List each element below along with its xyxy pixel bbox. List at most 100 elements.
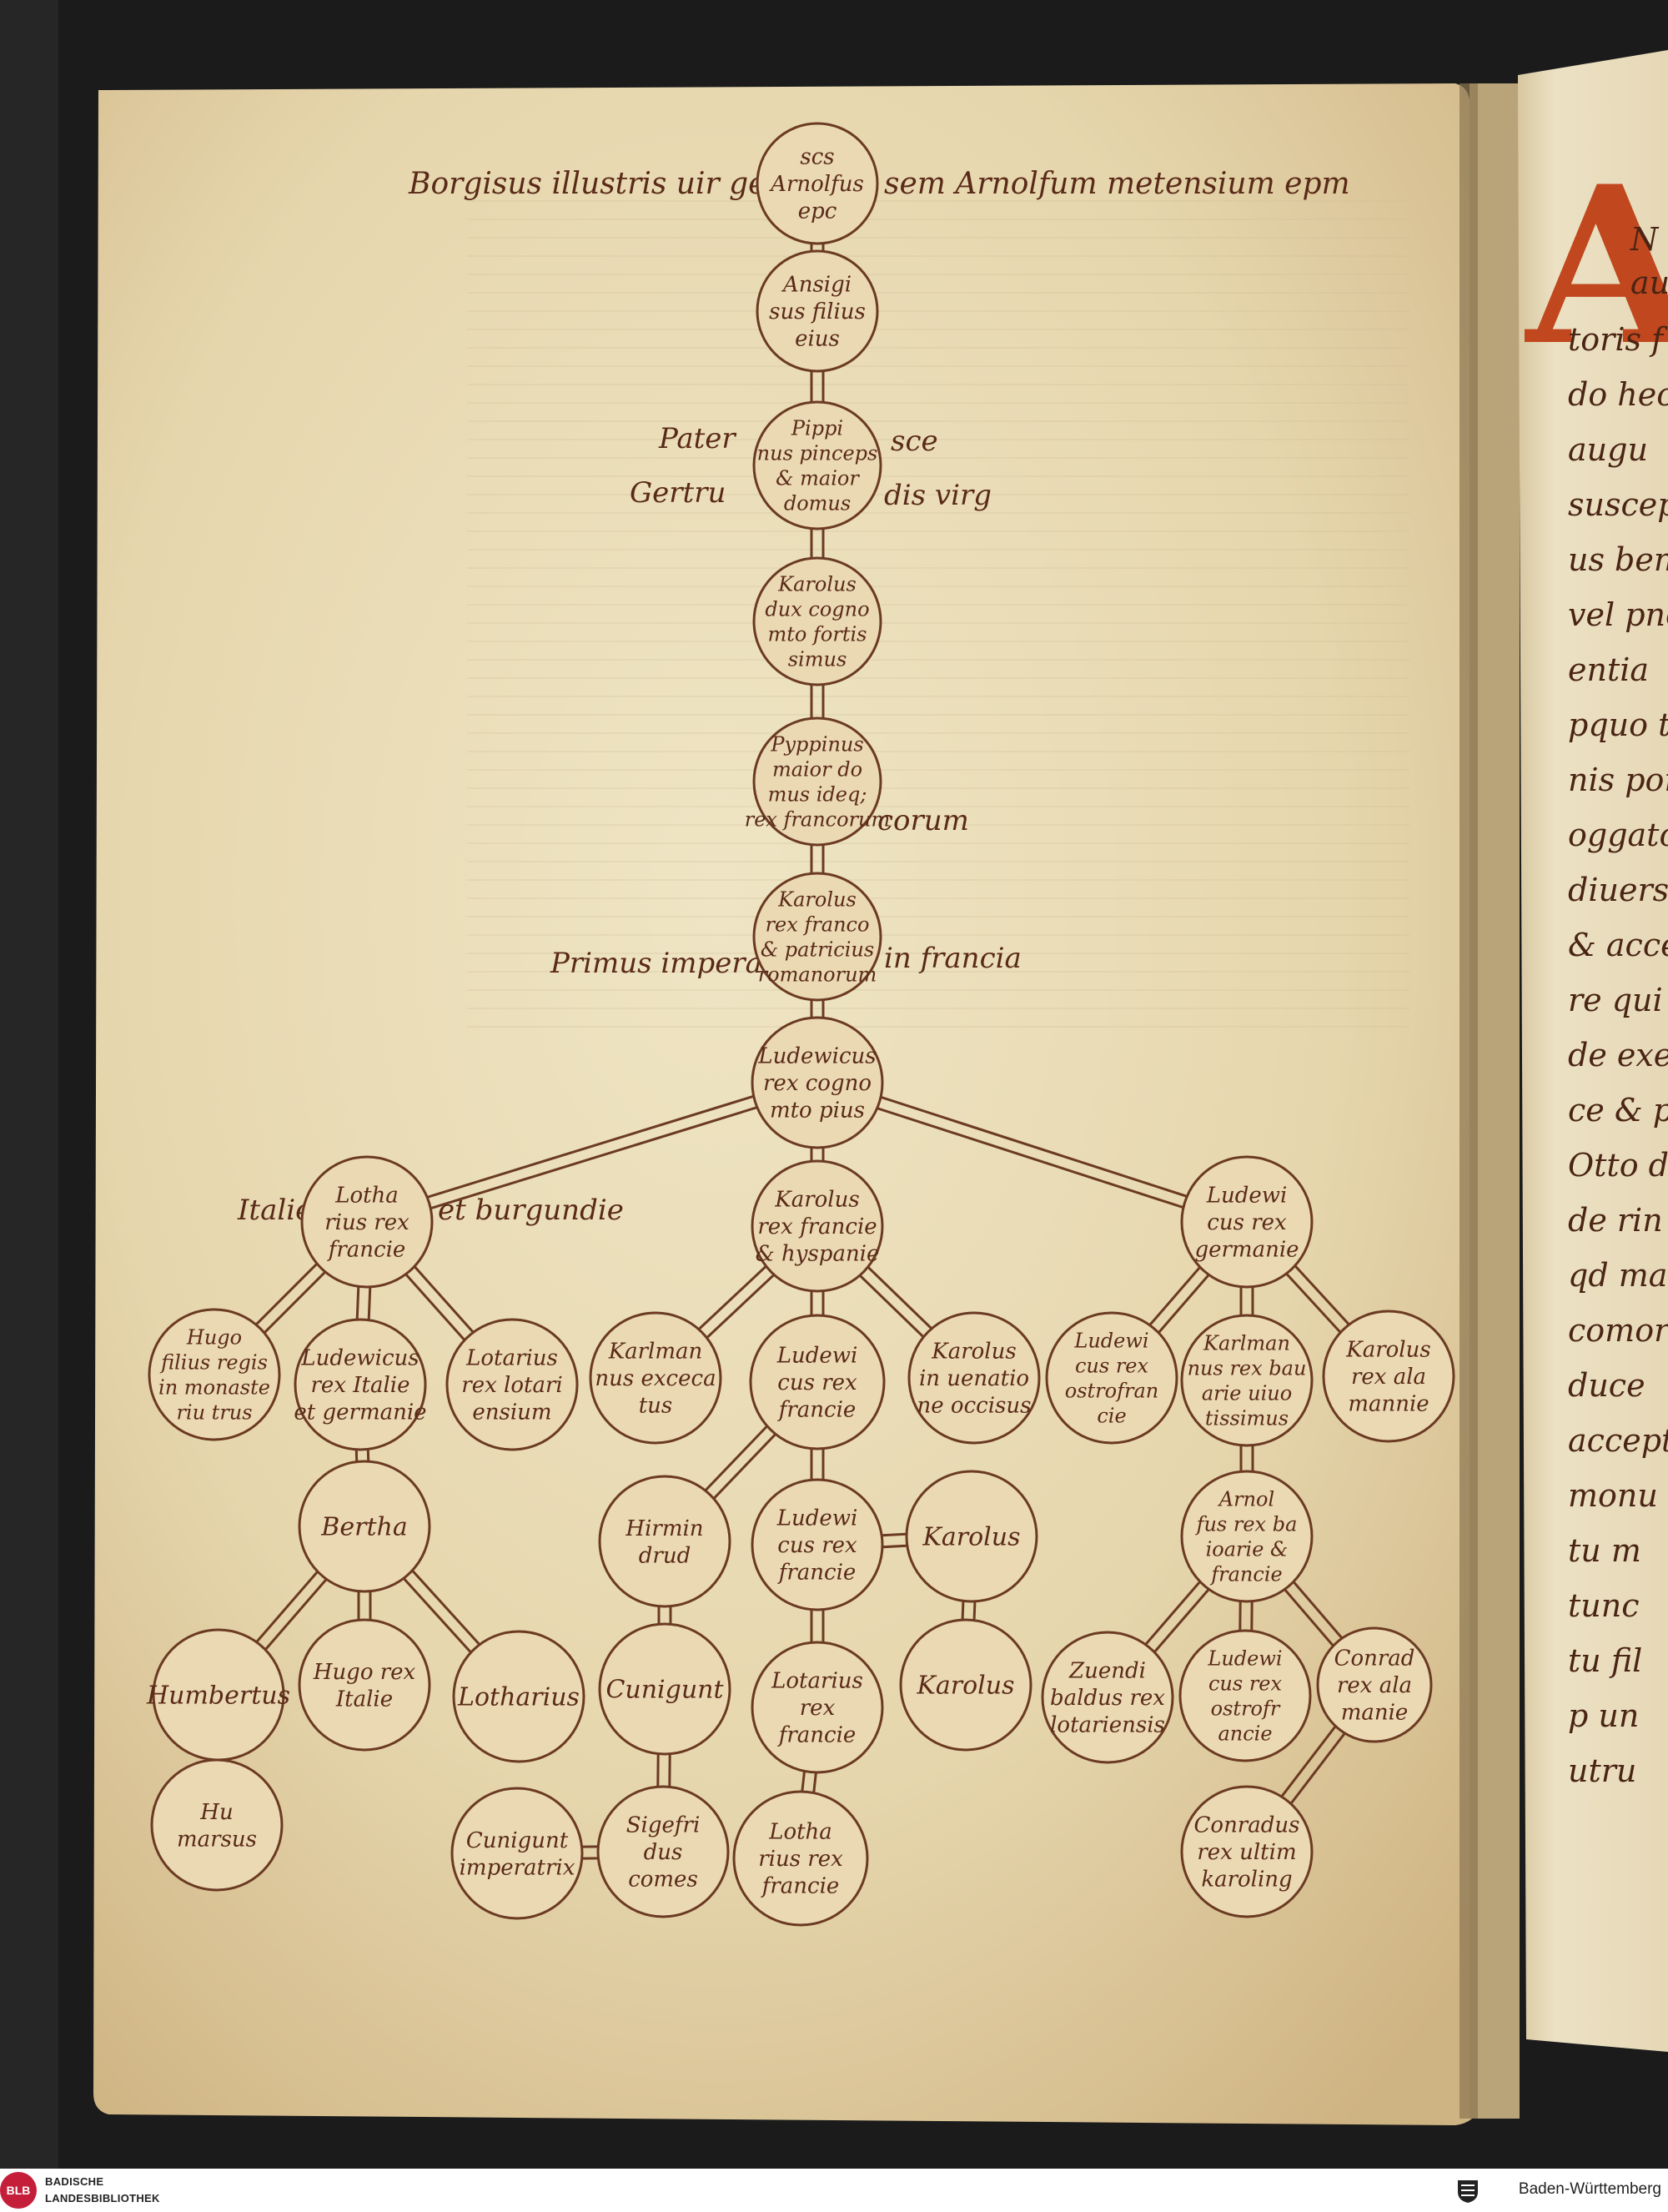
facing-page-line: nis por bbox=[1568, 762, 1668, 798]
node-text: Ludewi bbox=[1206, 1184, 1288, 1209]
node-circle bbox=[749, 1314, 886, 1450]
node-text: rex cogno bbox=[763, 1071, 872, 1096]
node-text: sus filius bbox=[769, 299, 866, 324]
node-text: cus rex bbox=[1207, 1210, 1287, 1235]
node-text: Cunigunt bbox=[466, 1828, 569, 1853]
node-text: Conrad bbox=[1334, 1646, 1415, 1672]
node-circle bbox=[148, 1308, 281, 1441]
node-text: Karolus bbox=[777, 572, 857, 596]
library-line-2: LANDESBIBLIOTHEK bbox=[45, 2192, 160, 2204]
node-circle bbox=[298, 1618, 431, 1752]
connector-ludewicus-lotharius bbox=[364, 1075, 816, 1218]
node-circle bbox=[1041, 1631, 1174, 1764]
node-circle bbox=[756, 122, 879, 245]
node-text: nus pinceps bbox=[757, 441, 878, 465]
node-text: francie bbox=[777, 1723, 857, 1748]
node-circle bbox=[298, 1460, 431, 1593]
facing-page-line: do hec bbox=[1568, 376, 1668, 413]
node-circle bbox=[751, 1478, 884, 1611]
node-text: maior do bbox=[772, 757, 862, 781]
node-circle bbox=[1045, 1311, 1178, 1445]
node-text: rex ultim bbox=[1197, 1840, 1296, 1865]
node-text: eius bbox=[795, 327, 840, 352]
node-text: cie bbox=[1097, 1404, 1126, 1427]
node-text: Lotha bbox=[768, 1820, 832, 1845]
node-text: tus bbox=[639, 1394, 673, 1419]
node-text: et germanie bbox=[294, 1400, 426, 1425]
node-text: rex bbox=[800, 1696, 836, 1721]
node-circle bbox=[452, 1630, 585, 1763]
right-folio bbox=[1518, 50, 1668, 2052]
node-text: mus ideq; bbox=[768, 782, 867, 806]
node-text: Hugo bbox=[186, 1325, 242, 1349]
binding-edge bbox=[0, 0, 58, 2169]
node-circle bbox=[1180, 1155, 1314, 1289]
margin-pater: Pater bbox=[658, 422, 736, 455]
node-text: Karlman bbox=[1203, 1331, 1290, 1355]
node-text: dux cogno bbox=[765, 597, 869, 621]
person-node-karolus-c: Karolus bbox=[905, 1470, 1038, 1603]
facing-page-line: au bbox=[1630, 264, 1668, 301]
node-text: cus rex bbox=[1075, 1354, 1149, 1377]
node-circle bbox=[1180, 1785, 1314, 1918]
facing-page-line: p un bbox=[1568, 1697, 1639, 1734]
node-text: mannie bbox=[1348, 1392, 1429, 1417]
facing-page-line: qd ma bbox=[1568, 1257, 1667, 1294]
node-text: Ludewi bbox=[776, 1344, 858, 1369]
node-circle bbox=[589, 1311, 722, 1445]
node-text: francie bbox=[777, 1398, 857, 1423]
node-text: Karlman bbox=[608, 1340, 703, 1365]
node-circle bbox=[752, 716, 882, 847]
node-circle bbox=[751, 1159, 884, 1293]
node-text: mto pius bbox=[770, 1098, 865, 1124]
node-text: rex Italie bbox=[311, 1373, 410, 1398]
facing-page-line: us ben bbox=[1568, 541, 1668, 578]
node-text: Italie bbox=[335, 1687, 393, 1712]
node-circle bbox=[596, 1785, 730, 1918]
node-text: simus bbox=[788, 647, 847, 671]
node-text: rex lotari bbox=[461, 1373, 562, 1398]
node-text: filius regis bbox=[159, 1350, 268, 1374]
node-text: in monaste bbox=[158, 1375, 270, 1399]
person-node-ludewicus-germ: Ludewicus rex germanie bbox=[1180, 1155, 1314, 1289]
facing-page-line: entia bbox=[1568, 651, 1649, 688]
facing-page-line: oggato bbox=[1568, 817, 1668, 853]
node-text: domus bbox=[784, 491, 851, 515]
node-text: comes bbox=[628, 1868, 698, 1893]
footer-bar: BLB BADISCHE LANDESBIBLIOTHEK Baden-Würt… bbox=[0, 2169, 1668, 2212]
node-text: Lotarius bbox=[465, 1346, 558, 1371]
node-circle bbox=[598, 1475, 731, 1608]
facing-page-line: de exe bbox=[1568, 1037, 1668, 1073]
facing-page-line: suscep bbox=[1568, 486, 1668, 523]
node-text: germanie bbox=[1194, 1238, 1299, 1263]
node-text: ostrofr bbox=[1211, 1697, 1281, 1720]
node-text: cus rex bbox=[777, 1370, 857, 1395]
facing-page-line: utru bbox=[1568, 1752, 1636, 1789]
node-text: Bertha bbox=[320, 1513, 407, 1542]
header-left: Borgisus illustris uir gen bbox=[408, 167, 786, 201]
node-text: fus rex ba bbox=[1195, 1512, 1298, 1536]
node-text: Karolus bbox=[1345, 1338, 1430, 1363]
facing-page-line: monu bbox=[1568, 1477, 1658, 1514]
node-text: Karolus bbox=[931, 1340, 1016, 1365]
node-text: baldus rex bbox=[1050, 1686, 1165, 1711]
node-text: arie uiuo bbox=[1202, 1381, 1292, 1405]
connector-ludewicus-lotharius bbox=[368, 1087, 820, 1229]
facing-page-line: vel pnc bbox=[1568, 596, 1668, 633]
node-text: & patricius bbox=[761, 938, 874, 961]
